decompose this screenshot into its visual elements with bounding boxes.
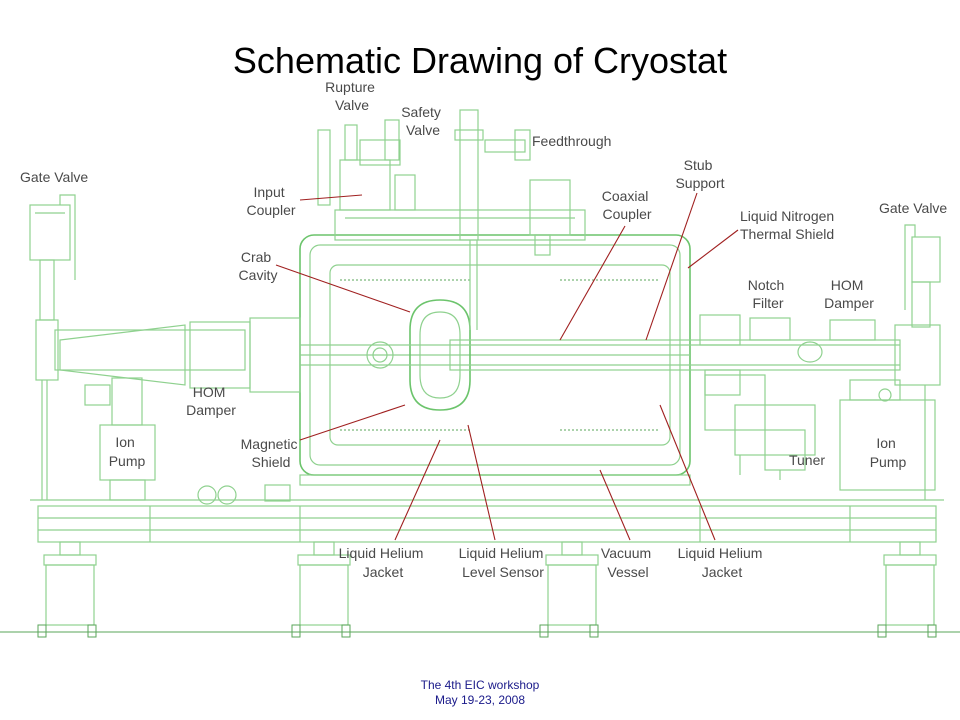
footer-line-1: The 4th EIC workshop bbox=[420, 678, 540, 692]
callout-labels: Rupture Valve Safety Valve Feedthrough G… bbox=[20, 79, 947, 580]
label-gate-valve-left: Gate Valve bbox=[20, 169, 88, 185]
label-magnetic-shield: Magnetic Shield bbox=[241, 436, 302, 470]
label-crab-cavity: Crab Cavity bbox=[239, 249, 278, 283]
gate-valve-left-assembly bbox=[29, 194, 76, 500]
label-liquid-helium-level-sensor: Liquid Helium Level Sensor bbox=[459, 545, 548, 580]
support-legs bbox=[37, 541, 937, 638]
label-gate-valve-right: Gate Valve bbox=[879, 200, 947, 216]
label-safety-valve: Safety Valve bbox=[401, 104, 445, 138]
label-notch-filter: Notch Filter bbox=[748, 277, 788, 311]
footer: The 4th EIC workshop May 19-23, 2008 bbox=[0, 678, 960, 708]
label-hom-damper-right: HOM Damper bbox=[824, 277, 874, 311]
label-rupture-valve: Rupture Valve bbox=[325, 79, 379, 113]
base-frame bbox=[30, 499, 944, 543]
vacuum-vessel-body bbox=[299, 209, 691, 486]
top-chimneys bbox=[317, 109, 571, 330]
slide-title: Schematic Drawing of Cryostat bbox=[232, 40, 728, 81]
label-liquid-helium-jacket-left: Liquid Helium Jacket bbox=[339, 545, 428, 580]
footer-line-2: May 19-23, 2008 bbox=[434, 693, 526, 707]
label-liquid-nitrogen-thermal-shield: Liquid Nitrogen Thermal Shield bbox=[740, 208, 838, 242]
tuner-body bbox=[704, 374, 816, 480]
beam-pipe bbox=[54, 317, 941, 393]
thermal-shield-lines bbox=[329, 264, 671, 446]
label-feedthrough: Feedthrough bbox=[532, 133, 611, 149]
label-tuner: Tuner bbox=[789, 452, 825, 468]
label-input-coupler: Input Coupler bbox=[246, 184, 295, 218]
leader-lines bbox=[275, 192, 739, 541]
right-beamline-hardware bbox=[699, 314, 876, 396]
label-stub-support: Stub Support bbox=[675, 157, 724, 191]
label-vacuum-vessel: Vacuum Vessel bbox=[601, 545, 655, 580]
crab-cavity-shape bbox=[366, 299, 471, 411]
label-liquid-helium-jacket-right: Liquid Helium Jacket bbox=[678, 545, 767, 580]
ion-pump-left-body bbox=[84, 377, 291, 505]
label-ion-pump-right: Ion Pump bbox=[870, 435, 907, 470]
label-hom-damper-left: HOM Damper bbox=[186, 384, 236, 418]
gate-valve-right-assembly bbox=[839, 224, 941, 500]
label-coaxial-coupler: Coaxial Coupler bbox=[602, 188, 653, 222]
label-ion-pump-left: Ion Pump bbox=[109, 434, 146, 469]
